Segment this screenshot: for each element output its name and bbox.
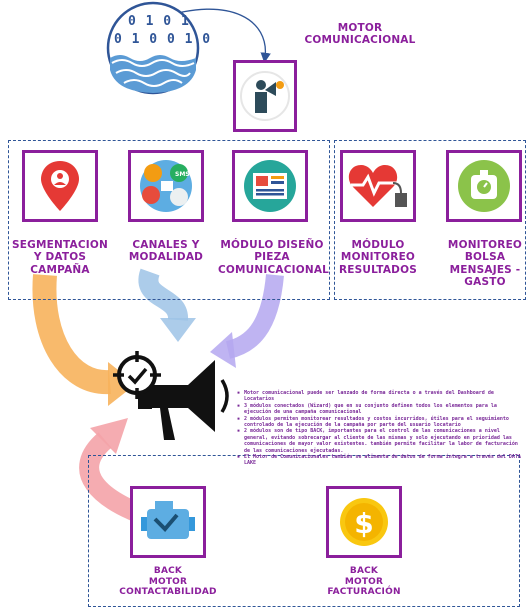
note-item: El Motor de Comunicacionales también se … bbox=[237, 454, 525, 467]
note-item: 2 módulos permiten monitorear resultados… bbox=[237, 416, 525, 429]
note-item: 3 módulos conectados (Wizard) que en su … bbox=[237, 403, 525, 416]
dollar-coin-icon: $ bbox=[340, 498, 388, 546]
wizard-modules-group bbox=[8, 140, 330, 300]
svg-text:$: $ bbox=[354, 507, 373, 540]
megaphone-icon bbox=[113, 351, 229, 440]
module-bolsa-mensajes-label: MONITOREO BOLSA MENSAJES - GASTO bbox=[447, 239, 523, 289]
orange-flow-arrow bbox=[32, 274, 111, 395]
module-back-contactabilidad-label: BACK MOTOR CONTACTABILIDAD bbox=[119, 566, 217, 598]
engine-icon bbox=[141, 501, 195, 539]
note-item: 2 módulos son de tipo BACK, importantes … bbox=[237, 428, 525, 454]
module-monitoreo-resultados-label: MÓDULO MONITOREO RESULTADOS bbox=[339, 239, 417, 276]
motor-box bbox=[233, 60, 297, 132]
monitoring-modules-group bbox=[334, 140, 526, 300]
data-lake-connector-arrow bbox=[159, 8, 271, 64]
module-bolsa-mensajes[interactable] bbox=[446, 150, 522, 222]
module-segmentacion-label: SEGMENTACION Y DATOS CAMPAÑA bbox=[12, 239, 108, 276]
note-item: Motor comunicacional puede ser lanzado d… bbox=[237, 390, 525, 403]
speaker-person-icon bbox=[240, 71, 290, 121]
motor-title: MOTOR COMUNICACIONAL bbox=[304, 22, 416, 47]
map-pin-icon bbox=[41, 161, 79, 211]
module-canales[interactable]: SMS bbox=[128, 150, 204, 222]
svg-text:SMS: SMS bbox=[175, 171, 190, 178]
lavender-flow-arrowhead bbox=[210, 332, 236, 368]
newsletter-icon bbox=[244, 160, 296, 212]
lavender-flow-arrow bbox=[225, 274, 284, 359]
data-lake-icon bbox=[106, 1, 200, 95]
module-back-contactabilidad[interactable] bbox=[130, 486, 206, 558]
module-canales-label: CANALES Y MODALIDAD bbox=[128, 239, 204, 264]
module-diseno-label: MÓDULO DISEÑO PIEZA COMUNICACIONAL bbox=[218, 239, 330, 276]
module-diseno[interactable] bbox=[232, 150, 308, 222]
notes-list: Motor comunicacional puede ser lanzado d… bbox=[237, 390, 525, 467]
channels-icon: SMS bbox=[140, 160, 192, 212]
module-back-facturacion-label: BACK MOTOR FACTURACIÓN bbox=[327, 566, 401, 598]
binary-row-2: 0 1 0 0 1 0 bbox=[114, 32, 212, 47]
module-segmentacion[interactable] bbox=[22, 150, 98, 222]
heart-monitor-icon bbox=[348, 165, 407, 207]
module-back-facturacion[interactable]: $ bbox=[326, 486, 402, 558]
pink-flow-arrowhead bbox=[90, 418, 128, 454]
scale-icon bbox=[458, 160, 510, 212]
blue-flow-arrow bbox=[138, 268, 188, 321]
binary-row-1: 0 1 0 1 bbox=[128, 14, 190, 29]
module-monitoreo-resultados[interactable] bbox=[340, 150, 416, 222]
blue-flow-arrowhead bbox=[160, 318, 196, 342]
